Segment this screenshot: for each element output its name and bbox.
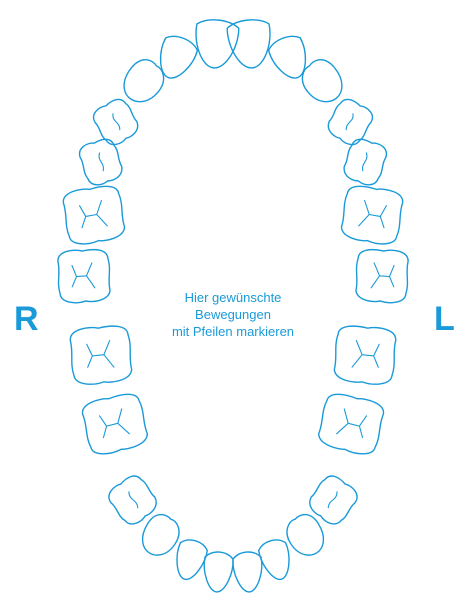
tooth-lower-left-1[interactable] [232,551,263,593]
tooth-fissure [351,339,380,368]
tooth-fissure [98,152,105,172]
tooth-upper-left-7[interactable] [354,248,410,304]
tooth-upper-right-3[interactable] [116,54,171,110]
right-side-label: R [14,300,39,338]
tooth-outline [92,98,139,146]
tooth-outline [195,19,240,69]
tooth-outline [226,19,271,69]
tooth-outline [159,35,199,79]
tooth-upper-left-6[interactable] [339,183,406,247]
tooth-lower-right-2[interactable] [171,537,210,583]
tooth-lower-left-6[interactable] [332,324,398,387]
tooth-upper-right-1[interactable] [192,18,240,70]
tooth-lower-left-3[interactable] [281,509,331,561]
tooth-outline [57,249,111,304]
tooth-lower-right-4[interactable] [104,471,162,529]
tooth-upper-left-4[interactable] [323,95,377,150]
tooth-outline [257,539,290,580]
tooth-fissure [71,262,96,289]
tooth-fissure [79,199,108,229]
tooth-outline [82,393,148,455]
tooth-outline [343,138,388,186]
tooth-outline [355,249,409,304]
instruction-line-1: Hier gewünschte [184,290,282,305]
tooth-upper-right-7[interactable] [56,248,112,304]
tooth-outline [301,59,343,103]
instruction-line-2: Bewegungen [195,307,271,322]
tooth-fissure [370,262,395,289]
tooth-outline [309,475,358,525]
instruction-line-3: mit Pfeilen markieren [171,324,295,339]
tooth-fissure [336,408,368,439]
tooth-lower-right-6[interactable] [68,324,134,387]
tooth-outline [69,325,133,385]
tooth-fissure [112,113,121,131]
tooth-lower-left-4[interactable] [304,471,362,529]
tooth-fissure [128,491,139,509]
tooth-fissure [98,408,130,439]
tooth-fissure [361,152,368,172]
tooth-outline [141,513,180,556]
tooth-outline [333,325,397,385]
tooth-outline [340,185,404,245]
tooth-upper-left-3[interactable] [295,54,350,110]
tooth-outline [62,185,126,245]
tooth-outline [203,551,234,593]
tooth-upper-right-6[interactable] [61,183,128,247]
tooth-outline [267,35,307,79]
tooth-fissure [358,199,387,229]
tooth-fissure [327,491,338,509]
tooth-fissure [86,339,115,368]
tooth-outline [176,539,209,580]
tooth-upper-right-4[interactable] [89,95,143,150]
tooth-outline [318,393,384,455]
tooth-outline [123,59,165,103]
tooth-upper-left-2[interactable] [266,32,314,84]
tooth-fissure [345,113,354,131]
tooth-outline [286,513,325,556]
tooth-outline [108,475,157,525]
instruction-text: Hier gewünschte Bewegungen mit Pfeilen m… [133,289,333,340]
tooth-lower-left-2[interactable] [257,537,296,583]
tooth-outline [232,551,263,593]
tooth-upper-left-1[interactable] [226,18,273,70]
tooth-lower-right-3[interactable] [135,509,185,561]
tooth-upper-right-5[interactable] [76,135,126,188]
tooth-outline [78,138,123,186]
tooth-lower-right-5[interactable] [79,390,150,457]
lower-jaw [68,324,398,593]
tooth-lower-left-5[interactable] [315,390,386,457]
upper-jaw [56,18,410,304]
tooth-lower-right-1[interactable] [202,551,234,593]
tooth-upper-left-5[interactable] [340,135,390,188]
left-side-label: L [434,300,455,338]
tooth-upper-right-2[interactable] [152,32,200,84]
tooth-outline [327,98,374,146]
